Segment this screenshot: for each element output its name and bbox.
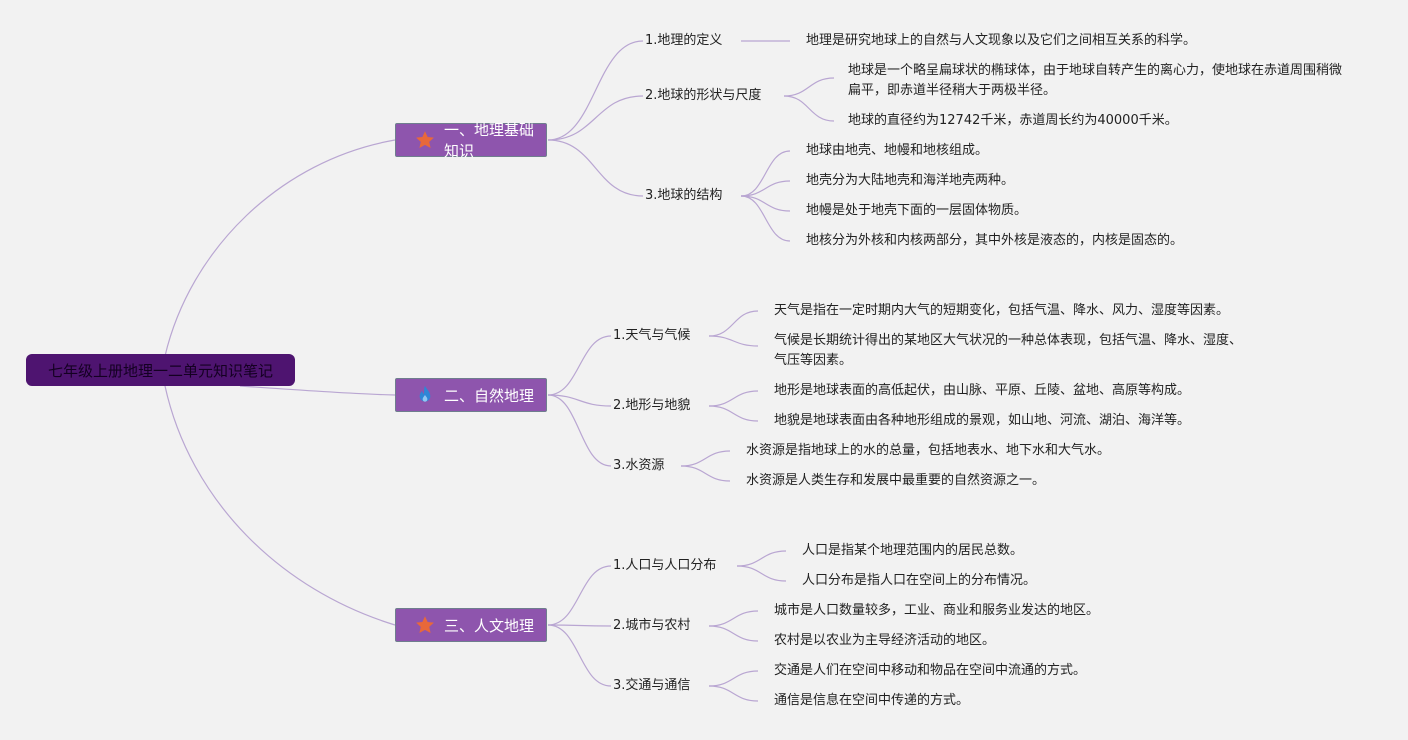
note: 地形是地球表面的高低起伏，由山脉、平原、丘陵、盆地、高原等构成。 <box>774 383 1191 398</box>
note: 地理是研究地球上的自然与人文现象以及它们之间相互关系的科学。 <box>806 33 1197 48</box>
topic-urban-rural[interactable]: 2.城市与农村 <box>613 618 691 633</box>
root-title: 七年级上册地理一二单元知识笔记 <box>47 361 273 380</box>
topic-geography-definition[interactable]: 1.地理的定义 <box>645 33 723 48</box>
note: 地壳分为大陆地壳和海洋地壳两种。 <box>806 173 1015 188</box>
root-node[interactable]: 七年级上册地理一二单元知识笔记 <box>26 354 295 386</box>
star-icon <box>414 614 436 636</box>
note: 交通是人们在空间中移动和物品在空间中流通的方式。 <box>774 663 1087 678</box>
edge-topic-note <box>708 335 759 347</box>
edge-root-section <box>239 385 396 396</box>
note: 通信是信息在空间中传递的方式。 <box>774 693 970 708</box>
edge-topic-note <box>708 685 759 702</box>
section-label: 三、人文地理 <box>444 616 535 635</box>
note: 气候是长期统计得出的某地区大气状况的一种总体表现，包括气温、降水、湿度、气压等因… <box>774 333 1243 368</box>
edge-topic-note <box>783 77 835 97</box>
edge-topic-note <box>708 610 759 627</box>
edge-topic-note <box>740 150 791 197</box>
edge-topic-note <box>708 390 759 407</box>
note: 地貌是地球表面由各种地形组成的景观，如山地、河流、湖泊、海洋等。 <box>774 413 1191 428</box>
edge-topic-note <box>680 450 731 467</box>
section-basic-knowledge[interactable]: 一、地理基础知识 <box>395 121 547 160</box>
edge-topic-note <box>680 465 731 482</box>
edge-topic-note <box>708 405 759 422</box>
edge-section-topic <box>547 624 612 687</box>
note: 地球由地壳、地幔和地核组成。 <box>806 143 989 158</box>
topic-earth-structure[interactable]: 3.地球的结构 <box>645 188 723 203</box>
edge-section-topic <box>547 40 644 141</box>
edge-section-topic <box>547 394 612 467</box>
edge-topic-note <box>740 195 791 212</box>
note: 农村是以农业为主导经济活动的地区。 <box>774 633 996 648</box>
edge-root-section <box>164 385 396 626</box>
edge-section-topic <box>547 394 612 407</box>
edge-topic-note <box>708 625 759 642</box>
edge-section-topic <box>547 624 612 627</box>
section-physical-geography[interactable]: 二、自然地理 <box>395 378 547 412</box>
note: 地球是一个略呈扁球状的椭球体，由于地球自转产生的离心力，使地球在赤道周围稍微扁平… <box>848 63 1343 98</box>
edge-section-topic <box>547 95 644 141</box>
topic-water-resources[interactable]: 3.水资源 <box>613 458 665 473</box>
edge-section-topic <box>547 139 644 197</box>
edge-topic-note <box>783 95 835 122</box>
note: 天气是指在一定时期内大气的短期变化，包括气温、降水、风力、湿度等因素。 <box>774 303 1230 318</box>
edge-topic-note <box>740 180 791 197</box>
note: 地核分为外核和内核两部分，其中外核是液态的，内核是固态的。 <box>806 233 1184 248</box>
section-label: 二、自然地理 <box>444 386 535 405</box>
edge-topic-note <box>740 195 791 242</box>
note: 水资源是指地球上的水的总量，包括地表水、地下水和大气水。 <box>746 443 1111 458</box>
note: 城市是人口数量较多，工业、商业和服务业发达的地区。 <box>774 603 1100 618</box>
note: 地幔是处于地壳下面的一层固体物质。 <box>806 203 1028 218</box>
topic-weather-climate[interactable]: 1.天气与气候 <box>613 328 691 343</box>
star-icon <box>414 129 436 151</box>
topic-earth-shape[interactable]: 2.地球的形状与尺度 <box>645 88 762 103</box>
edge-topic-note <box>708 670 759 687</box>
note: 人口是指某个地理范围内的居民总数。 <box>802 543 1024 558</box>
flame-icon <box>414 384 436 406</box>
note: 水资源是人类生存和发展中最重要的自然资源之一。 <box>746 473 1046 488</box>
edge-topic-note <box>736 565 787 582</box>
section-human-geography[interactable]: 三、人文地理 <box>395 608 547 642</box>
edge-root-section <box>164 139 396 357</box>
topic-transport-communication[interactable]: 3.交通与通信 <box>613 678 691 693</box>
edge-topic-note <box>708 310 759 337</box>
edge-section-topic <box>547 335 612 396</box>
topic-population[interactable]: 1.人口与人口分布 <box>613 558 717 573</box>
section-label: 一、地理基础知识 <box>444 121 535 160</box>
edge-section-topic <box>547 565 612 626</box>
edge-topic-note <box>736 550 787 567</box>
note: 人口分布是指人口在空间上的分布情况。 <box>802 573 1037 588</box>
note: 地球的直径约为12742千米，赤道周长约为40000千米。 <box>848 113 1178 128</box>
topic-landforms[interactable]: 2.地形与地貌 <box>613 398 691 413</box>
